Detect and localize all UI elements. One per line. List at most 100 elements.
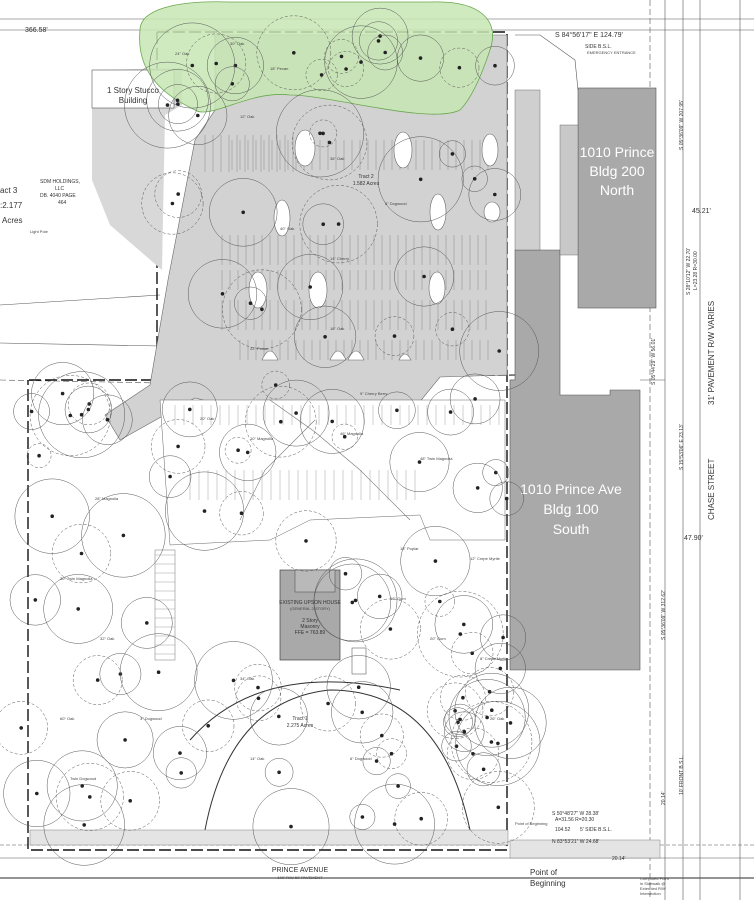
tree-canopy-circle [351, 7, 409, 65]
tree-canopy-circle [0, 701, 48, 755]
connector [559, 124, 579, 256]
tree-trunk-dot [388, 627, 393, 631]
bearing-right-2: S 28°10'12" W 22.70' [686, 248, 692, 295]
tree-label: 8" Crepe Myrtle [480, 656, 508, 661]
tree-trunk-dot [245, 450, 250, 455]
bearing-right-3: L=23.28 R=30.00 [693, 251, 699, 290]
bottom-bearing-1: S 50°48'27" W 28.38' [552, 811, 599, 817]
tree-trunk-dot [80, 784, 84, 788]
tree-canopy-circle [234, 286, 267, 320]
tree-label: 48" Twin Magnolia [420, 456, 453, 461]
tree-trunk-dot [377, 594, 382, 599]
tree-canopy-circle [309, 119, 337, 148]
tree-canopy-circle [150, 419, 206, 474]
tree-canopy-circle [331, 423, 358, 450]
tree-label: 12" Crepe Myrtle [470, 556, 501, 561]
tree-label: 24" Oak [175, 51, 189, 56]
tree-trunk-dot [422, 274, 426, 279]
tree-canopy-circle [349, 804, 376, 830]
tree-canopy-circle [354, 783, 435, 865]
side-drive [514, 89, 541, 251]
tree-label: 30" Oak [230, 41, 244, 46]
tree-trunk-dot [343, 571, 348, 576]
tree-canopy-circle [245, 386, 317, 458]
tree-canopy-circle [29, 375, 111, 456]
bearing-right-5: S 15°53'06" E 23.13' [679, 424, 685, 470]
tree-label: 12" Oak [240, 114, 254, 119]
tree-trunk-dot [79, 412, 84, 417]
tract3-unit: Acres [2, 216, 22, 225]
tree-trunk-dot [396, 784, 400, 788]
tree-canopy-circle [424, 586, 455, 617]
begin-sub-2: Beginning [530, 879, 566, 888]
tree-canopy-circle [302, 203, 344, 245]
tract1-area: 2.275 Acres [287, 723, 314, 729]
tree-canopy-circle [72, 655, 123, 705]
chase-street-sub: 31' PAVEMENT R/W VARIES [707, 301, 716, 405]
tree-canopy-circle [165, 757, 197, 789]
upson-steps [351, 647, 367, 675]
tree-trunk-dot [490, 708, 494, 712]
tree-trunk-dot [380, 733, 384, 738]
tree-canopy-circle [394, 246, 455, 307]
light-pole-label: Light Pole [30, 229, 49, 234]
tree-trunk-dot [376, 39, 381, 43]
upson-label-1: EXISTING UPSON HOUSE [279, 600, 341, 606]
tree-trunk-dot [188, 407, 192, 412]
tree-canopy-circle [489, 481, 524, 516]
tree-canopy-circle [324, 25, 398, 99]
tree-trunk-dot [475, 486, 480, 490]
owner-name: SDM HOLDINGS, [40, 179, 80, 185]
tree-canopy-circle [462, 771, 535, 844]
tree-canopy-circle [182, 699, 235, 752]
tree-trunk-dot [33, 598, 38, 602]
tree-trunk-dot [433, 559, 438, 563]
tree-canopy-circle [294, 305, 357, 368]
tree-trunk-dot [419, 816, 424, 821]
tree-canopy-circle [439, 47, 480, 88]
tree-trunk-dot [176, 444, 180, 449]
tree-canopy-circle [448, 679, 526, 756]
tree-trunk-dot [485, 715, 489, 720]
tree-canopy-circle [219, 423, 277, 481]
tract2-name: Tract 2 [358, 174, 374, 180]
tree-trunk-dot [395, 408, 399, 413]
tree-label: 34" Oak [240, 676, 254, 681]
tree-trunk-dot [417, 460, 422, 464]
tree-trunk-dot [472, 177, 477, 181]
bldg-200-line2: Bldg 200 [589, 163, 644, 179]
tree-canopy-circle [426, 682, 484, 739]
tree-trunk-dot [383, 50, 388, 55]
tree-canopy-circle [300, 675, 356, 732]
tree-trunk-dot [50, 514, 54, 518]
tree-canopy-circle [475, 46, 515, 86]
tree-trunk-dot [471, 752, 475, 756]
tree-trunk-dot [168, 474, 172, 479]
tree-trunk-dot [462, 729, 467, 734]
tree-canopy-circle [385, 773, 411, 799]
tree-canopy-circle [466, 752, 501, 787]
tree-canopy-circle [299, 185, 378, 264]
tree-canopy-circle [474, 642, 526, 694]
tree-canopy-circle [64, 385, 113, 434]
tree-trunk-dot [256, 696, 261, 701]
parking-lot-south [159, 399, 506, 546]
dim-2014b: 20.14' [612, 856, 626, 862]
tree-canopy-circle [194, 641, 273, 720]
tree-trunk-dot [461, 695, 465, 700]
tree-trunk-dot [374, 759, 379, 763]
tree-label: 46" Magnolia [340, 431, 364, 436]
tree-canopy-circle [187, 259, 258, 329]
stucco-lot [92, 68, 182, 270]
tree-label: 6" Dogwood [350, 756, 372, 761]
tree-canopy-circle [68, 382, 111, 426]
tree-trunk-dot [448, 410, 453, 414]
tree-trunk-dot [76, 607, 80, 611]
front-bsl-label: 10' FRONT B.S.L. [679, 755, 685, 795]
tree-trunk-dot [458, 717, 462, 722]
tree-trunk-dot [292, 51, 296, 55]
tree-canopy [139, 1, 493, 115]
tree-canopy-circle [468, 168, 522, 221]
tree-trunk-dot [95, 678, 100, 682]
tree-canopy-circle [149, 22, 236, 109]
